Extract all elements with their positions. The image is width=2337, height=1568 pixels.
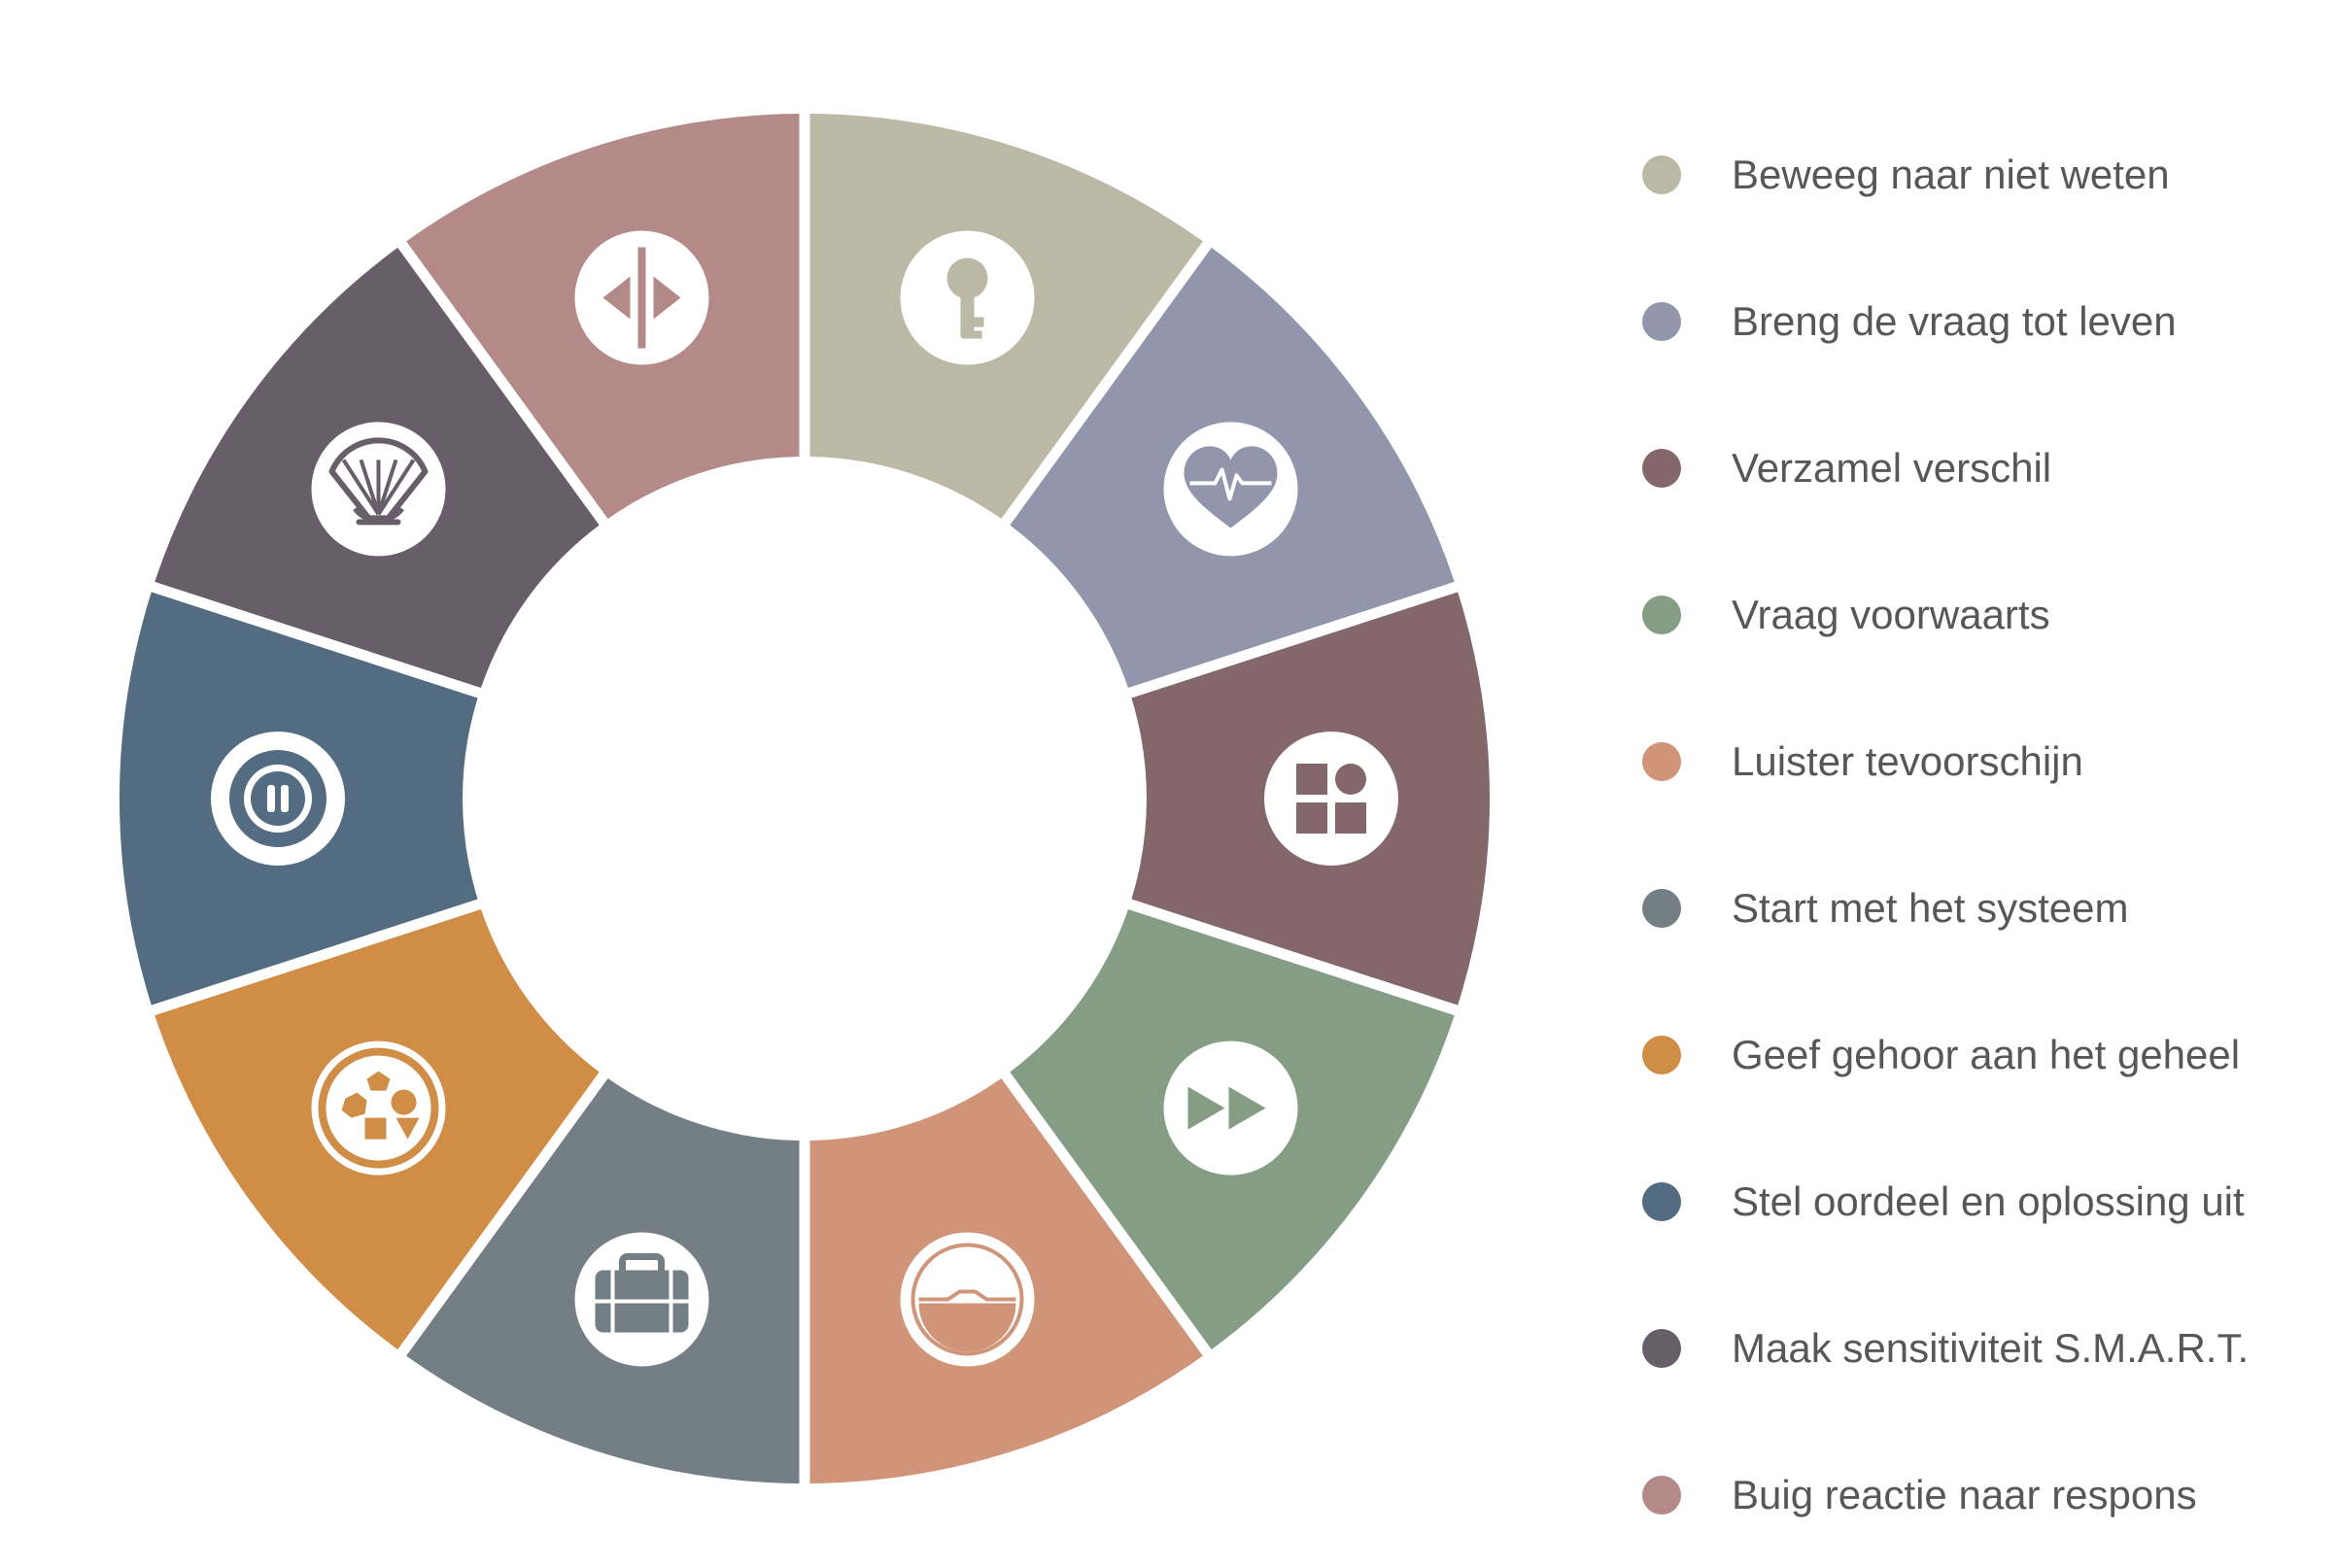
legend-item: Buig reactie naar respons bbox=[1642, 1421, 2249, 1568]
legend-item: Geef gehoor aan het geheel bbox=[1642, 981, 2249, 1128]
legend-dot bbox=[1642, 595, 1681, 634]
legend-dot bbox=[1642, 1181, 1681, 1221]
legend-label: Verzamel verschil bbox=[1732, 444, 2052, 491]
legend-dot bbox=[1642, 888, 1681, 928]
briefcase-icon bbox=[574, 1232, 709, 1367]
donut-wheel bbox=[119, 114, 1491, 1483]
legend-label: Geef gehoor aan het geheel bbox=[1732, 1031, 2241, 1077]
fan-icon bbox=[311, 422, 446, 557]
legend-dot bbox=[1642, 741, 1681, 781]
legend-item: Beweeg naar niet weten bbox=[1642, 101, 2249, 248]
legend-dot bbox=[1642, 1328, 1681, 1368]
legend-item: Breng de vraag tot leven bbox=[1642, 248, 2249, 394]
legend-item: Luister tevoorschijn bbox=[1642, 688, 2249, 835]
legend-item: Maak sensitiviteit S.M.A.R.T. bbox=[1642, 1275, 2249, 1421]
key-icon bbox=[900, 230, 1035, 365]
pause-icon bbox=[211, 732, 345, 866]
legend-dot bbox=[1642, 1035, 1681, 1074]
legend-label: Buig reactie naar respons bbox=[1732, 1471, 2197, 1517]
legend-label: Stel oordeel en oplossing uit bbox=[1732, 1177, 2245, 1224]
legend-label: Breng de vraag tot leven bbox=[1732, 297, 2177, 344]
bowl-icon bbox=[900, 1232, 1035, 1367]
legend-item: Verzamel verschil bbox=[1642, 394, 2249, 541]
legend-dot bbox=[1642, 301, 1681, 341]
shapes-circle-icon bbox=[311, 1040, 446, 1176]
legend-dot bbox=[1642, 448, 1681, 488]
legend-label: Maak sensitiviteit S.M.A.R.T. bbox=[1732, 1324, 2250, 1371]
legend-label: Luister tevoorschijn bbox=[1732, 737, 2083, 784]
legend-label: Beweeg naar niet weten bbox=[1732, 151, 2170, 197]
shapes-grid-icon bbox=[1264, 732, 1398, 866]
heartbeat-icon bbox=[1163, 422, 1298, 557]
legend-label: Start met het systeem bbox=[1732, 884, 2129, 931]
legend: Beweeg naar niet weten Breng de vraag to… bbox=[1642, 101, 2249, 1568]
split-arrows-icon bbox=[574, 230, 709, 365]
legend-item: Stel oordeel en oplossing uit bbox=[1642, 1128, 2249, 1275]
legend-item: Vraag voorwaarts bbox=[1642, 541, 2249, 688]
fast-forward-icon bbox=[1163, 1040, 1298, 1176]
legend-item: Start met het systeem bbox=[1642, 835, 2249, 981]
legend-dot bbox=[1642, 154, 1681, 194]
legend-dot bbox=[1642, 1475, 1681, 1515]
legend-label: Vraag voorwaarts bbox=[1732, 591, 2050, 637]
